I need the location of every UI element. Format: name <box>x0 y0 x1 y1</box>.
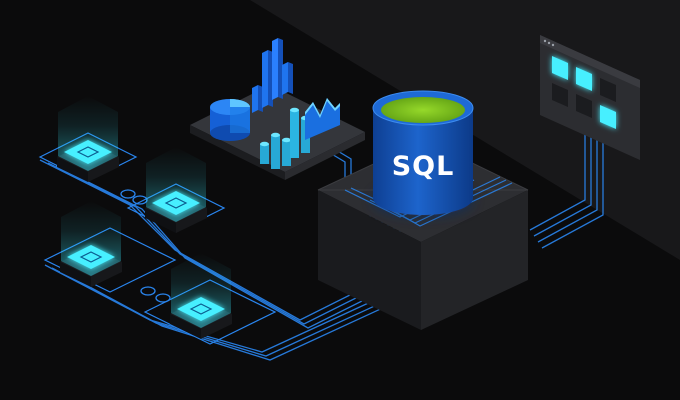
sql-database-cylinder: SQL <box>372 90 474 216</box>
connector-node <box>155 293 171 303</box>
dashboard-tile-active <box>552 56 568 80</box>
dashboard-tile <box>576 94 592 118</box>
dashboard-tile-active <box>576 67 592 91</box>
dashboard-tile <box>600 78 616 102</box>
dashboard-tile-active <box>600 105 616 129</box>
glowing-data-tile-icon <box>177 297 225 321</box>
area-chart-icon <box>305 98 340 140</box>
dashboard-window <box>540 35 640 160</box>
connector-node <box>120 189 136 199</box>
glowing-data-tile-icon <box>67 245 115 269</box>
glowing-data-tile-icon <box>64 140 112 164</box>
analytics-platform <box>190 38 365 180</box>
source-tile-3 <box>43 201 177 293</box>
glowing-data-tile-icon <box>152 191 200 215</box>
bar-chart-icon <box>252 38 293 113</box>
data-source-tiles <box>38 96 277 345</box>
dashboard-titlebar <box>540 35 640 88</box>
database-liquid <box>381 97 465 123</box>
pie-cylinder-icon <box>210 99 250 141</box>
connector-node <box>140 286 156 296</box>
dashboard-window-icon <box>552 56 616 129</box>
source-tile-2 <box>126 147 226 233</box>
sql-label: SQL <box>392 151 455 182</box>
source-tile-4 <box>143 253 277 345</box>
dashboard-tile <box>552 83 568 107</box>
source-tile-1 <box>38 96 138 182</box>
database-cylinder-icon <box>373 108 473 215</box>
